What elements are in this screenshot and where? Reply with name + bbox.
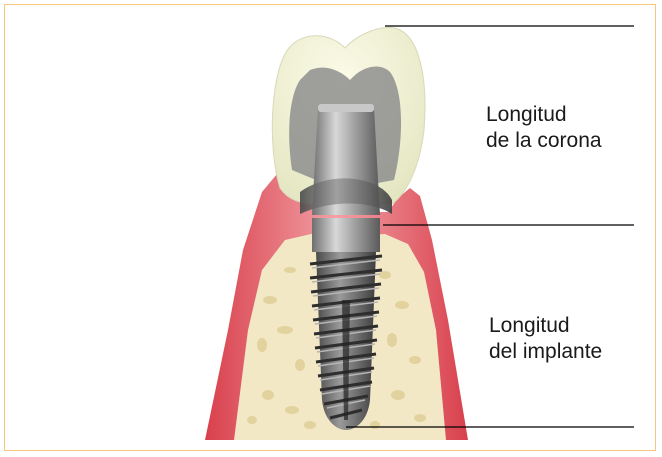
abutment-top	[318, 104, 374, 112]
crown-length-label: Longitud de la corona	[486, 102, 602, 154]
implant-length-label: Longitud del implante	[489, 313, 602, 365]
implant-collar	[312, 218, 380, 252]
